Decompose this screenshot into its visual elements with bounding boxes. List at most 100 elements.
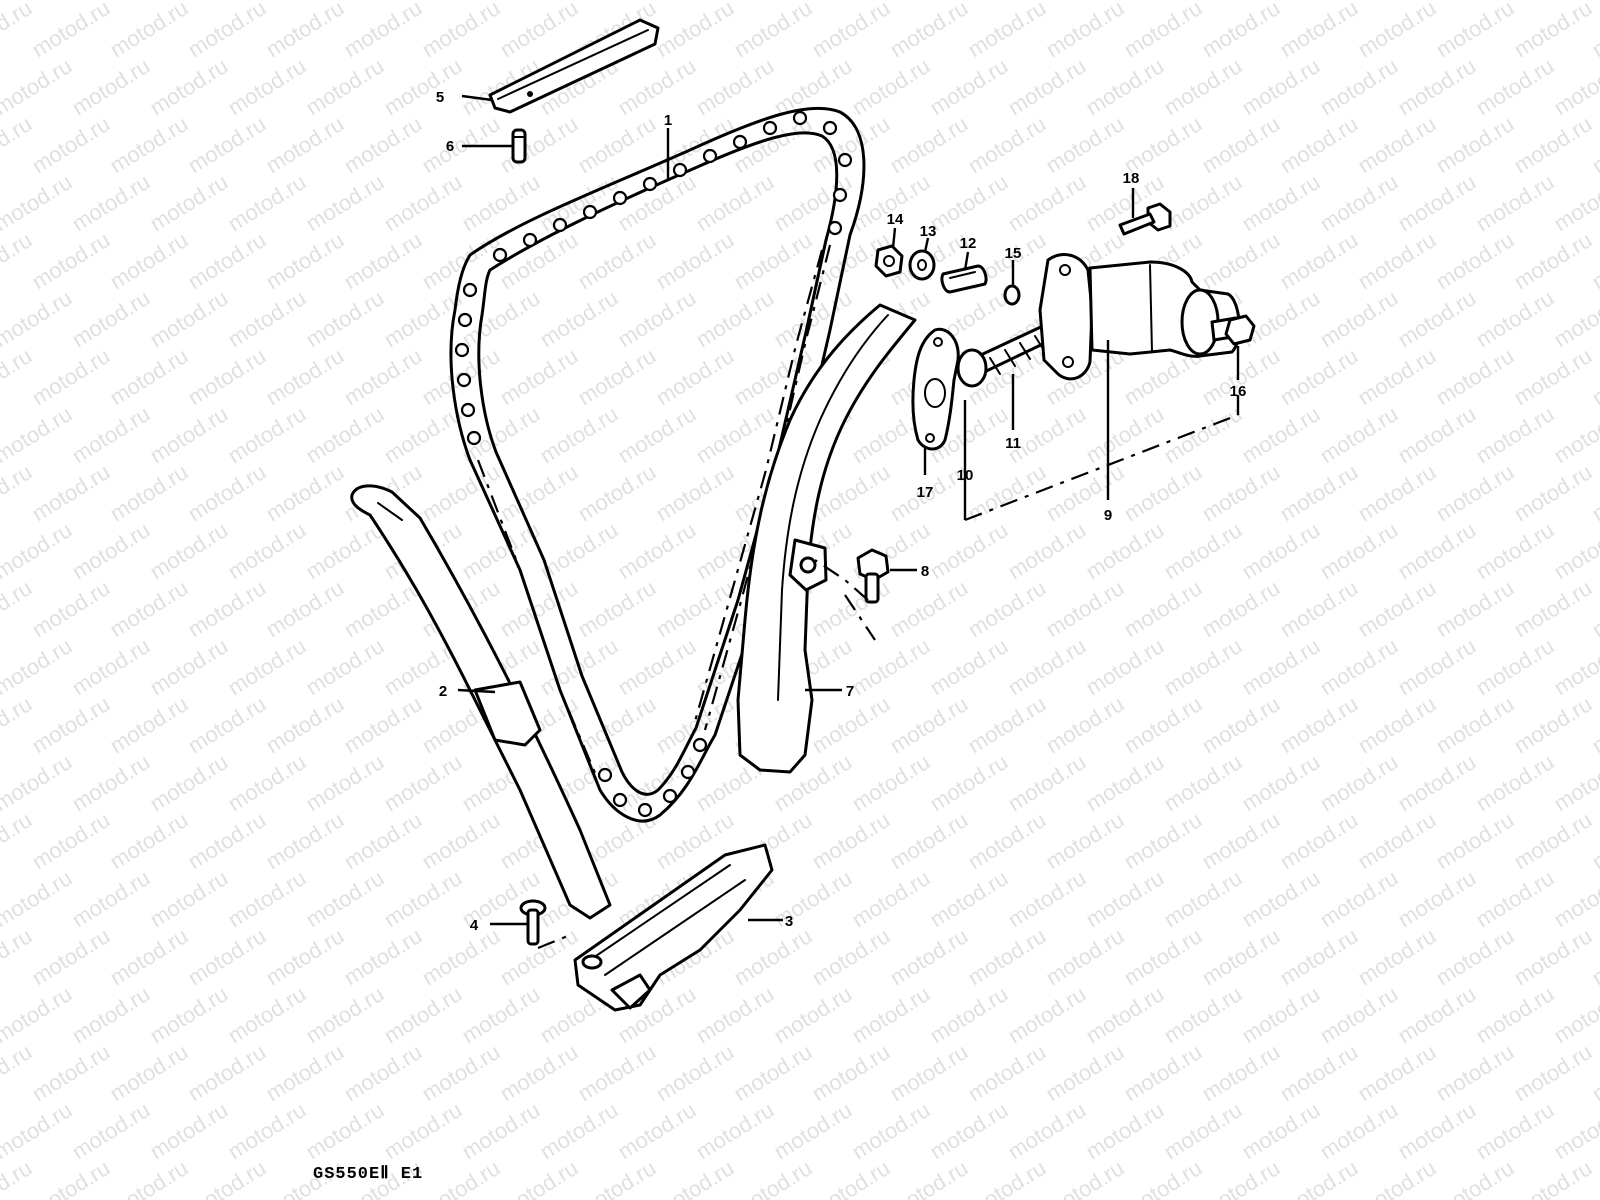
watermark-text: motod.ru [0, 0, 36, 62]
watermark-text: motod.ru [105, 691, 192, 758]
watermark-text: motod.ru [1275, 0, 1362, 62]
watermark-text: motod.ru [651, 343, 738, 410]
watermark-text: motod.ru [0, 227, 36, 294]
o-ring-part-15 [1003, 284, 1021, 306]
watermark-text: motod.ru [1159, 981, 1246, 1048]
watermark-text: motod.ru [1197, 691, 1284, 758]
watermark-text: motod.ru [417, 459, 504, 526]
watermark-text: motod.ru [651, 575, 738, 642]
watermark-text: motod.ru [1471, 0, 1558, 4]
watermark-text: motod.ru [963, 0, 1050, 62]
watermark-text: motod.ru [1549, 749, 1600, 816]
watermark-text: motod.ru [1237, 285, 1324, 352]
watermark-text: motod.ru [1393, 749, 1480, 816]
watermark-text: motod.ru [1471, 865, 1558, 932]
watermark-text: motod.ru [183, 459, 270, 526]
watermark-text: motod.ru [145, 0, 232, 4]
watermark-text: motod.ru [847, 749, 934, 816]
watermark-text: motod.ru [27, 1039, 114, 1106]
watermark-text: motod.ru [651, 459, 738, 526]
watermark-text: motod.ru [417, 111, 504, 178]
watermark-text: motod.ru [1393, 0, 1480, 4]
watermark-text: motod.ru [1119, 0, 1206, 62]
callout-4: 4 [470, 917, 479, 934]
watermark-text: motod.ru [145, 981, 232, 1048]
watermark-text: motod.ru [67, 0, 154, 4]
watermark-text: motod.ru [1431, 575, 1518, 642]
watermark-text: motod.ru [1041, 459, 1128, 526]
watermark-text: motod.ru [1393, 285, 1480, 352]
watermark-text: motod.ru [105, 459, 192, 526]
watermark-text: motod.ru [1353, 343, 1440, 410]
watermark-text: motod.ru [1237, 633, 1324, 700]
watermark-text: motod.ru [1353, 459, 1440, 526]
watermark-text: motod.ru [0, 633, 76, 700]
watermark-text: motod.ru [1041, 1155, 1128, 1200]
watermark-text: motod.ru [27, 1155, 114, 1200]
watermark-text: motod.ru [535, 169, 622, 236]
watermark-text: motod.ru [1509, 923, 1596, 990]
tensioner-rail-part-7 [736, 303, 917, 774]
watermark-text: motod.ru [0, 459, 36, 526]
washer-part-13 [908, 249, 936, 281]
watermark-text: motod.ru [223, 1097, 310, 1164]
watermark-text: motod.ru [1509, 575, 1596, 642]
watermark-text: motod.ru [105, 343, 192, 410]
watermark-text: motod.ru [573, 227, 660, 294]
watermark-text: motod.ru [691, 169, 778, 236]
watermark-text: motod.ru [613, 0, 700, 4]
watermark-text: motod.ru [1393, 517, 1480, 584]
watermark-text: motod.ru [1393, 53, 1480, 120]
watermark-text: motod.ru [573, 1155, 660, 1200]
watermark-text: motod.ru [301, 53, 388, 120]
watermark-text: motod.ru [1003, 169, 1090, 236]
watermark-text: motod.ru [1471, 749, 1558, 816]
watermark-text: motod.ru [1081, 517, 1168, 584]
watermark-text: motod.ru [535, 1097, 622, 1164]
watermark-text: motod.ru [729, 1039, 816, 1106]
watermark-text: motod.ru [261, 575, 348, 642]
watermark-text: motod.ru [573, 691, 660, 758]
watermark-text: motod.ru [1315, 169, 1402, 236]
callout-12: 12 [960, 235, 977, 252]
watermark-text: motod.ru [963, 111, 1050, 178]
watermark-text: motod.ru [0, 865, 76, 932]
watermark-text: motod.ru [885, 575, 972, 642]
watermark-text: motod.ru [223, 517, 310, 584]
watermark-text: motod.ru [67, 865, 154, 932]
watermark-text: motod.ru [183, 111, 270, 178]
watermark-text: motod.ru [885, 1155, 972, 1200]
watermark-text: motod.ru [1159, 169, 1246, 236]
watermark-text: motod.ru [807, 807, 894, 874]
watermark-text: motod.ru [339, 691, 426, 758]
watermark-text: motod.ru [691, 0, 778, 4]
watermark-text: motod.ru [1315, 401, 1402, 468]
watermark-text: motod.ru [1471, 285, 1558, 352]
watermark-text: motod.ru [1353, 111, 1440, 178]
callout-17: 17 [917, 484, 934, 501]
watermark-text: motod.ru [145, 865, 232, 932]
callout-13: 13 [920, 223, 937, 240]
watermark-text: motod.ru [1549, 169, 1600, 236]
watermark-text: motod.ru [183, 807, 270, 874]
watermark-text: motod.ru [183, 227, 270, 294]
watermark-text: motod.ru [691, 401, 778, 468]
watermark-text: motod.ru [1041, 923, 1128, 990]
front-chain-guide-part-2 [350, 484, 612, 920]
watermark-text: motod.ru [0, 1039, 36, 1106]
watermark-text: motod.ru [1197, 459, 1284, 526]
watermark-text: motod.ru [1119, 691, 1206, 758]
watermark-text: motod.ru [0, 575, 36, 642]
pin-part-4 [519, 899, 571, 950]
watermark-text: motod.ru [1275, 459, 1362, 526]
watermark-text: motod.ru [105, 227, 192, 294]
watermark-text: motod.ru [261, 111, 348, 178]
watermark-text: motod.ru [1509, 1039, 1596, 1106]
watermark-text: motod.ru [223, 0, 310, 4]
watermark-text: motod.ru [1549, 53, 1600, 120]
watermark-text: motod.ru [613, 53, 700, 120]
watermark-text: motod.ru [729, 923, 816, 990]
watermark-text: motod.ru [925, 865, 1012, 932]
watermark-text: motod.ru [1159, 53, 1246, 120]
